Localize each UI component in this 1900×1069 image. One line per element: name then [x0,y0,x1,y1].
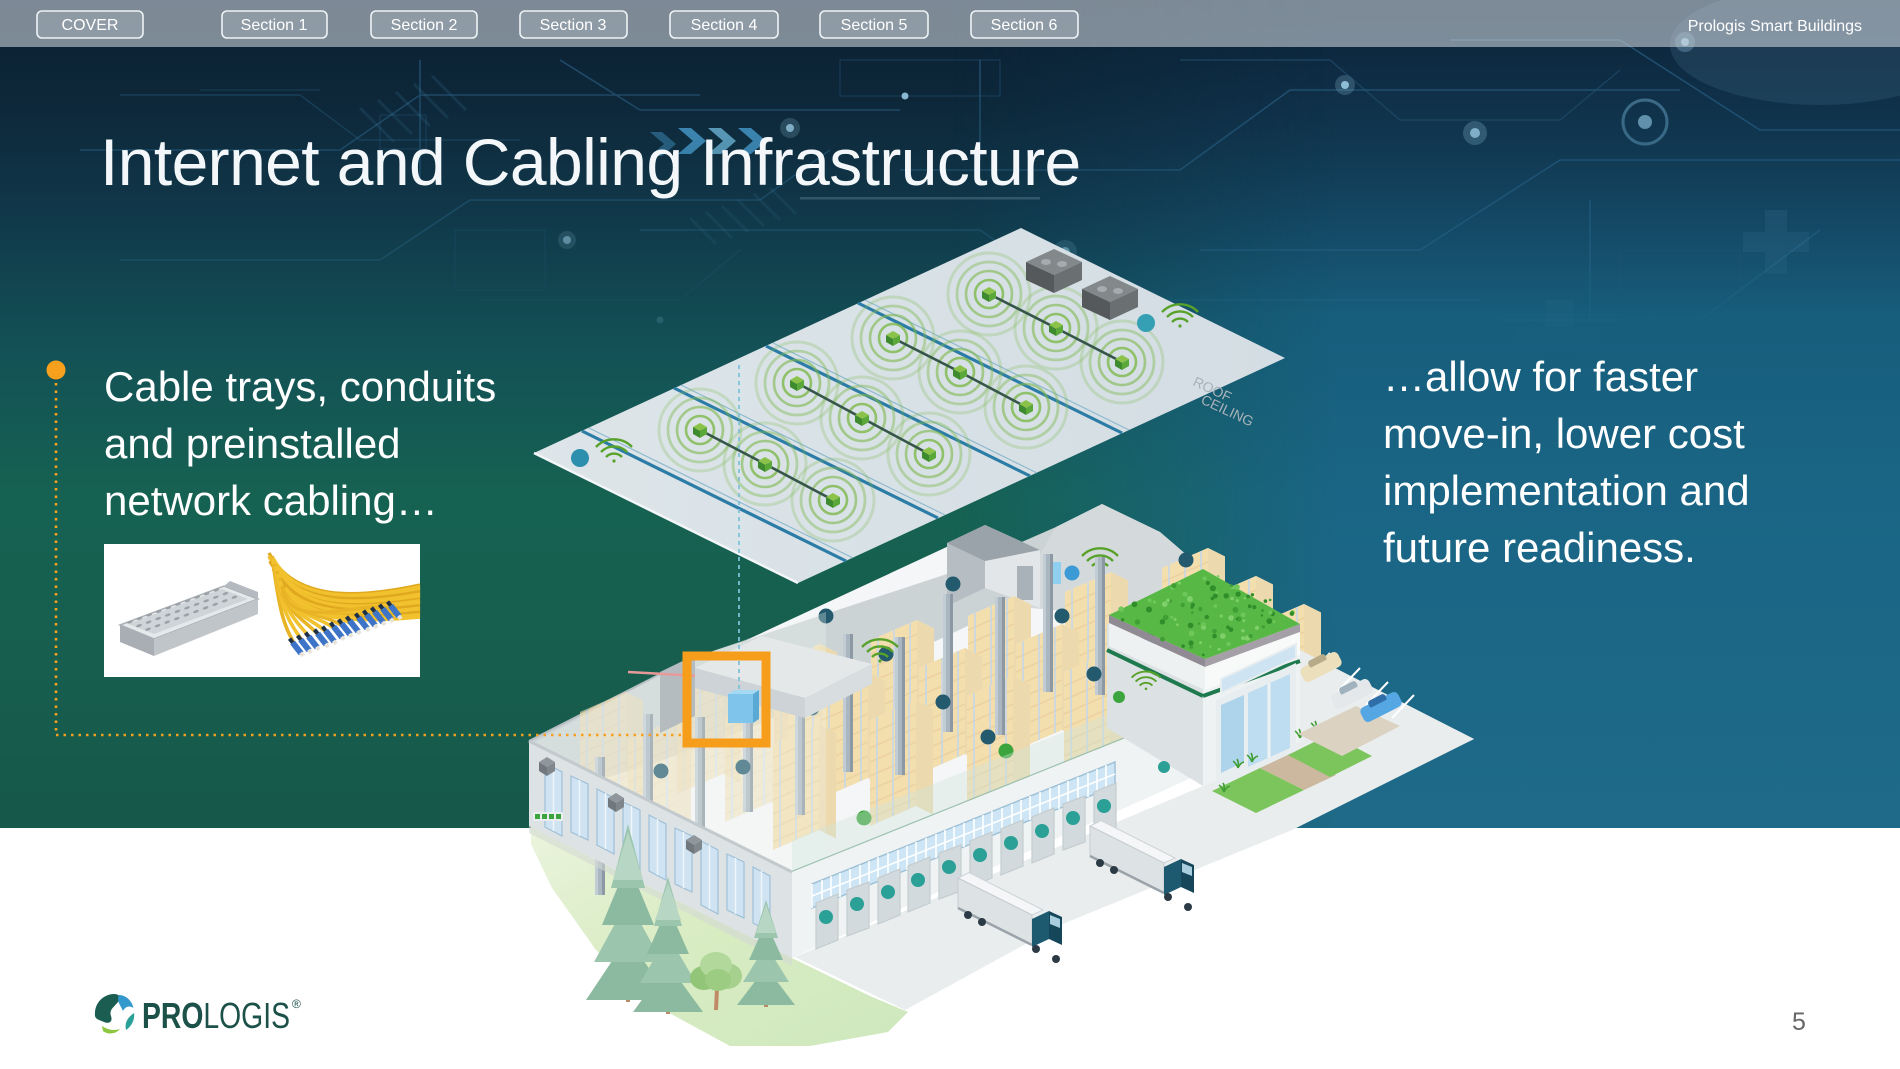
svg-text:…allow for faster: …allow for faster [1383,353,1698,400]
svg-text:PROLOGIS: PROLOGIS [142,995,290,1036]
svg-text:future readiness.: future readiness. [1383,524,1696,571]
svg-text:network cabling…: network cabling… [104,477,438,524]
svg-text:Section 3: Section 3 [540,17,607,34]
svg-text:Internet and Cabling Infrastru: Internet and Cabling Infrastructure [100,125,1081,199]
svg-text:5: 5 [1792,1008,1806,1036]
svg-text:Section 1: Section 1 [241,17,308,34]
svg-text:Section 2: Section 2 [391,17,458,34]
svg-text:COVER: COVER [62,17,119,34]
svg-text:implementation and: implementation and [1383,467,1750,514]
svg-text:and preinstalled: and preinstalled [104,420,401,467]
svg-text:move-in, lower cost: move-in, lower cost [1383,410,1745,457]
svg-text:Section 6: Section 6 [991,17,1058,34]
svg-text:Section 4: Section 4 [691,17,758,34]
svg-text:Cable trays, conduits: Cable trays, conduits [104,363,496,410]
svg-text:Prologis Smart Buildings: Prologis Smart Buildings [1688,18,1862,35]
svg-text:Section 5: Section 5 [841,17,908,34]
svg-text:®: ® [292,997,301,1011]
